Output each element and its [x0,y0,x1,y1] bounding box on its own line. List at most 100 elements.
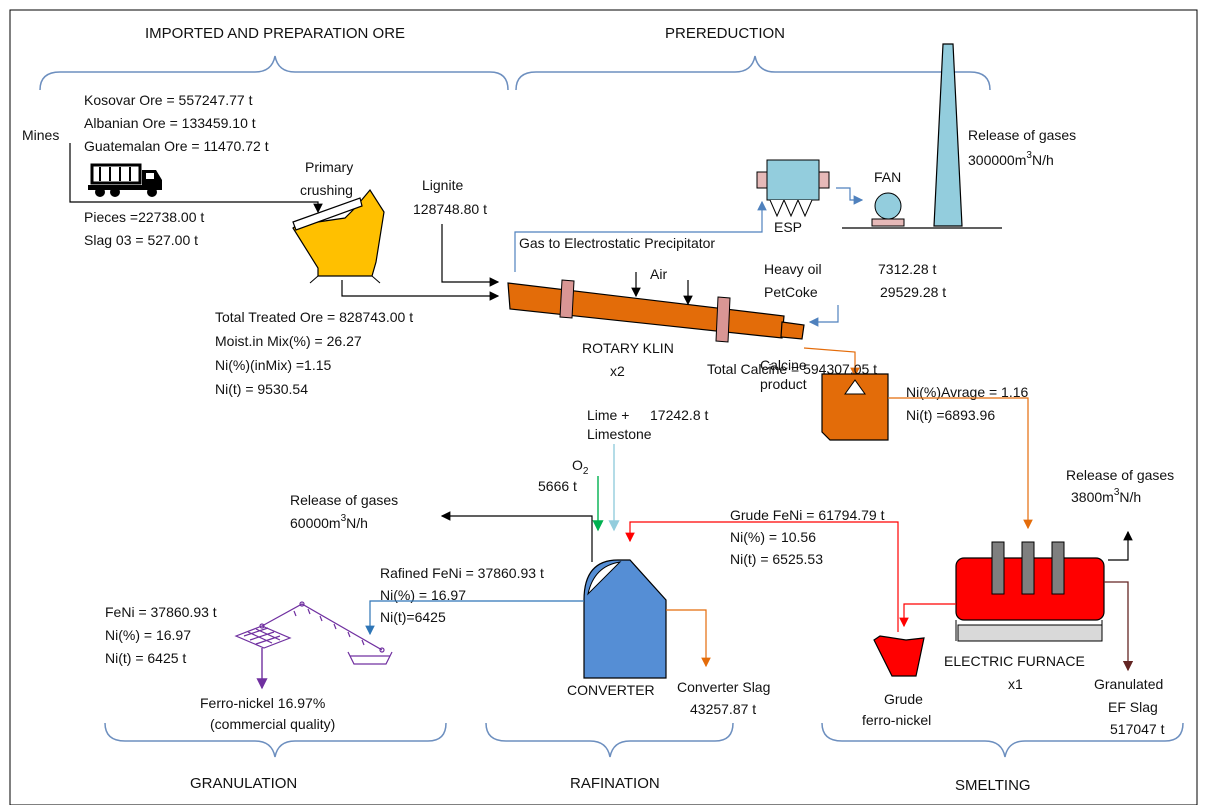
flow-calcine-to-furnace [888,397,1033,530]
section-title-smelting: SMELTING [955,777,1031,794]
flow-crude-feni-to-converter [625,521,899,632]
oxygen-label: O2 [572,457,589,477]
release-gases-ef-label: Release of gases [1066,467,1174,483]
ore-guatemalan: Guatemalan Ore = 11470.72 t [84,138,269,154]
furnace-count: x1 [1008,676,1023,692]
treated-ore-total: Total Treated Ore = 828743.00 t [215,309,413,325]
flow-esp-to-fan [836,187,864,205]
crude-ferro-nickel-label-1: Grude [884,691,923,707]
kiln-label: ROTARY KLIN [582,340,674,356]
kiln-count: x2 [610,363,625,379]
ef-slag-label-1: Granulated [1094,676,1163,692]
mines-label: Mines [22,127,59,143]
converter-slag-value: 43257.87 t [690,701,756,717]
feni-total: FeNi = 37860.93 t [105,604,217,620]
ferro-nickel-quality: (commercial quality) [210,716,335,732]
treated-ore-ni-percent: Ni(%)(inMix) =1.15 [215,357,332,373]
oxygen-value: 5666 t [538,478,577,494]
refined-feni-ni-tonnes: Ni(t)=6425 [380,609,446,625]
flow-lignite-to-kiln [441,224,500,287]
release-gases-conv-label: Release of gases [290,492,398,508]
lignite-value: 128748.80 t [413,201,487,217]
crude-feni-ni-tonnes: Ni(t) = 6525.53 [730,551,823,567]
heavy-oil-value: 7312.28 t [878,261,936,277]
air-label: Air [650,266,667,282]
treated-ore-moisture: Moist.in Mix(%) = 26.27 [215,333,362,349]
flow-fuel-to-kiln [808,305,839,327]
refined-feni-total: Rafined FeNi = 37860.93 t [380,565,544,581]
crude-feni-ni-percent: Ni(%) = 10.56 [730,529,816,545]
release-gases-conv-value: 60000m3N/h [290,513,368,531]
esp-label: ESP [774,219,802,235]
flow-gas-to-esp [514,200,767,272]
lime-value: 17242.8 t [650,407,708,423]
flow-furnace-gases [1108,530,1133,561]
brace-smelting [821,722,1184,758]
section-title-prereduction: PREREDUCTION [665,25,785,42]
fan-unit [871,192,905,227]
release-gases-ef-value: 3800m3N/h [1071,487,1141,505]
flow-converter-slag [666,609,711,668]
converter-slag-label: Converter Slag [677,679,770,695]
ef-slag-value: 517047 t [1110,721,1165,737]
flow-ef-slag [1104,581,1134,672]
gas-to-esp-label: Gas to Electrostatic Precipitator [519,235,715,251]
ferro-nickel-label: Ferro-nickel 16.97% [200,695,325,711]
slag03-label: Slag 03 = 527.00 t [84,232,198,248]
feni-ni-tonnes: Ni(t) = 6425 t [105,650,186,666]
crude-feni-total: Grude FeNi = 61794.79 t [730,507,885,523]
primary-crusher [292,188,385,284]
lime-label-1: Lime + [587,407,629,423]
brace-prereduction [515,55,991,91]
section-title-rafination: RAFINATION [570,775,660,792]
electric-furnace [955,541,1105,642]
rotary-kiln [507,279,805,343]
release-gases-top-label: Release of gases [968,127,1076,143]
calcine-total: Total Calcine = 594307.05 t [707,361,877,377]
flow-furnace-to-ladle [899,603,956,628]
dump-truck-icon [88,163,162,197]
lignite-label: Lignite [422,177,463,193]
crude-ferro-nickel-label-2: ferro-nickel [862,712,931,728]
calcine-product-label-2: product [760,376,807,392]
flow-ore-to-crusher [69,143,323,214]
lime-label-2: Limestone [587,426,652,442]
crusher-label-2: crushing [300,182,353,198]
brace-granulation [104,722,447,758]
pieces-label: Pieces =22738.00 t [84,209,204,225]
esp-unit [756,159,830,218]
section-title-granulation: GRANULATION [190,775,297,792]
diagram-frame [9,9,1198,805]
petcoke-value: 29529.28 t [880,284,946,300]
calcine-ni-percent: Ni(%)Avrage = 1.16 [906,384,1029,400]
ferro-nickel-ladle [873,635,925,677]
furnace-label: ELECTRIC FURNACE [944,653,1085,669]
section-title-imported-ore: IMPORTED AND PREPARATION ORE [145,25,405,42]
converter-vessel [583,559,667,679]
flow-refined-feni-to-granulation [365,600,584,636]
brace-rafination [485,722,734,758]
brace-imported-ore [39,55,509,91]
calcine-ni-tonnes: Ni(t) =6893.96 [906,407,995,423]
ore-albanian: Albanian Ore = 133459.10 t [84,115,256,131]
calcine-product-label-1: Calcine [760,357,807,373]
fan-label: FAN [874,169,901,185]
calcine-bin [821,373,889,441]
flow-crusher-to-kiln [341,280,500,301]
ef-slag-label-2: EF Slag [1108,699,1158,715]
feni-ni-percent: Ni(%) = 16.97 [105,627,191,643]
crusher-label-1: Primary [305,159,353,175]
refined-feni-ni-percent: Ni(%) = 16.97 [380,587,466,603]
treated-ore-ni-tonnes: Ni(t) = 9530.54 [215,381,308,397]
converter-label: CONVERTER [567,682,655,698]
section-braces [39,55,1184,758]
petcoke-label: PetCoke [764,284,818,300]
release-gases-top-value: 300000m3N/h [968,150,1054,168]
gas-stack [933,43,963,227]
flow-kiln-to-calcine-bin [803,347,860,378]
flow-converter-gases [440,511,593,562]
ore-kosovar: Kosovar Ore = 557247.77 t [84,92,253,108]
heavy-oil-label: Heavy oil [764,261,822,277]
